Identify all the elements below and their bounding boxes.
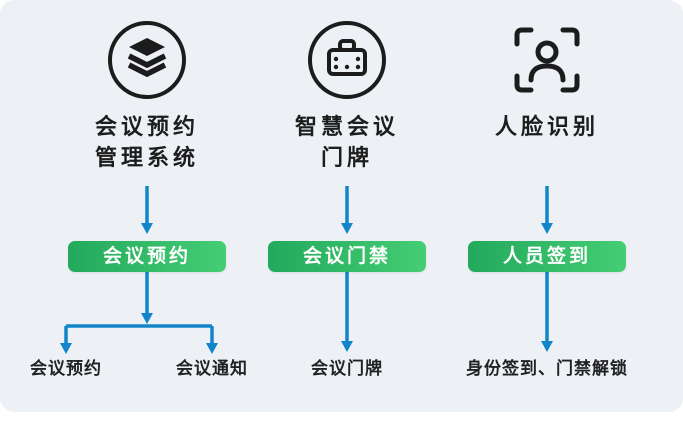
column3-title: 人脸识别: [447, 112, 647, 143]
leaf-identity-checkin-unlock: 身份签到、门禁解锁: [466, 359, 628, 379]
pill-meeting-booking: 会议预约: [68, 241, 226, 272]
door-sign-icon: [308, 21, 386, 99]
pill-meeting-access: 会议门禁: [268, 241, 426, 272]
column1-title-line2: 管理系统: [94, 146, 199, 171]
face-recognition-icon: [514, 27, 580, 93]
column3-title-line1: 人脸识别: [494, 115, 599, 140]
column1-title: 会议预约 管理系统: [47, 112, 247, 174]
column2-title-line2: 门牌: [320, 146, 373, 171]
pill-staff-checkin: 人员签到: [468, 241, 626, 272]
column2-title: 智慧会议 门牌: [247, 112, 447, 174]
column2-title-line1: 智慧会议: [294, 115, 399, 140]
column1-title-line1: 会议预约: [94, 115, 199, 140]
leaf-meeting-notice: 会议通知: [176, 359, 248, 379]
leaf-meeting-booking: 会议预约: [30, 359, 102, 379]
leaf-meeting-doorplate: 会议门牌: [311, 359, 383, 379]
layers-icon: [108, 21, 186, 99]
